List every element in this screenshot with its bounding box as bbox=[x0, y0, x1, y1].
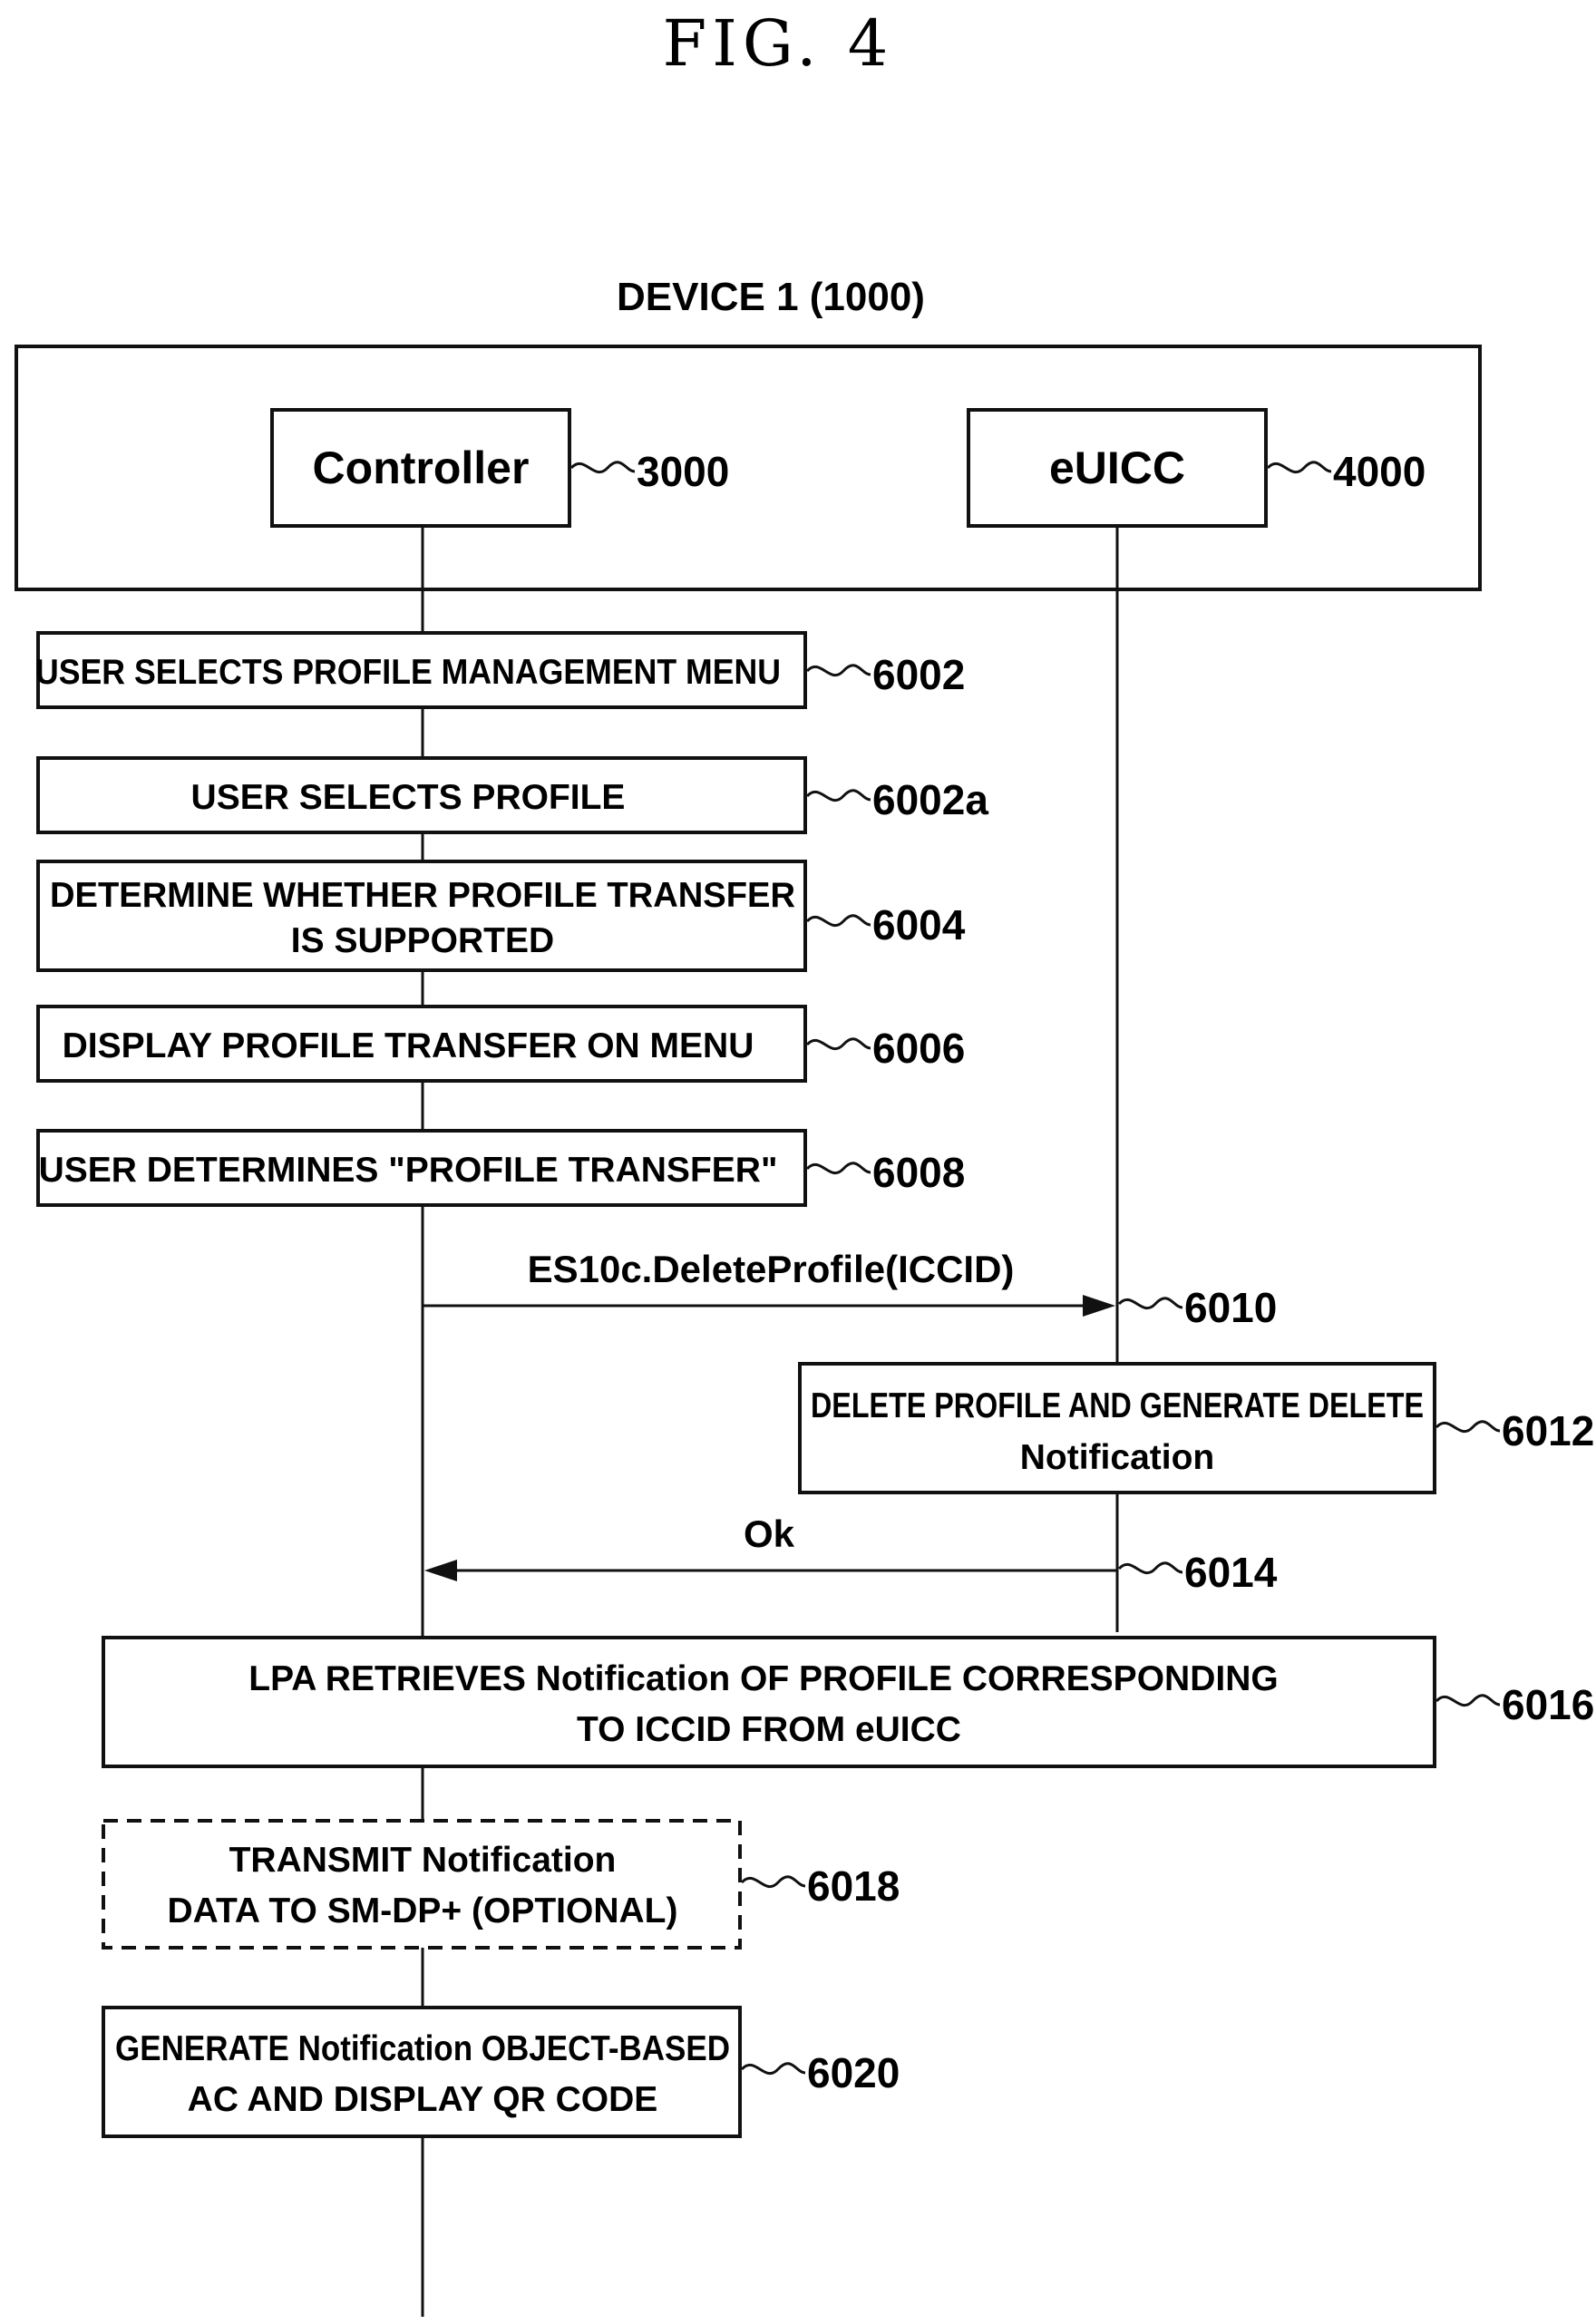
figure-title: FIG. 4 bbox=[663, 6, 894, 81]
step-ref-leader bbox=[742, 2064, 805, 2074]
step-text-line1: TRANSMIT Notification bbox=[229, 1841, 617, 1880]
step-ref: 6004 bbox=[872, 901, 966, 948]
step-ref: 6006 bbox=[872, 1025, 965, 1072]
step-6018: TRANSMIT Notification DATA TO SM-DP+ (OP… bbox=[103, 1821, 900, 1948]
step-6002a: USER SELECTS PROFILE 6002a bbox=[38, 758, 988, 832]
step-text: USER DETERMINES "PROFILE TRANSFER" bbox=[39, 1151, 778, 1190]
step-text-line1: DELETE PROFILE AND GENERATE DELETE bbox=[811, 1386, 1424, 1425]
controller-ref: 3000 bbox=[637, 448, 729, 495]
step-text-line1: LPA RETRIEVES Notification OF PROFILE CO… bbox=[248, 1659, 1278, 1698]
step-text: USER SELECTS PROFILE bbox=[191, 778, 626, 817]
step-6006: DISPLAY PROFILE TRANSFER ON MENU 6006 bbox=[38, 1006, 965, 1081]
step-6004: DETERMINE WHETHER PROFILE TRANSFER IS SU… bbox=[38, 861, 966, 970]
step-text: USER SELECTS PROFILE MANAGEMENT MENU bbox=[35, 653, 781, 692]
step-ref: 6008 bbox=[872, 1149, 965, 1196]
step-ref-leader bbox=[807, 666, 871, 676]
message-label: ES10c.DeleteProfile(ICCID) bbox=[528, 1248, 1015, 1290]
step-ref-leader bbox=[807, 1163, 871, 1173]
step-ref: 6016 bbox=[1502, 1681, 1594, 1728]
step-text-line1: DETERMINE WHETHER PROFILE TRANSFER bbox=[50, 876, 795, 915]
step-ref: 6002a bbox=[872, 776, 988, 823]
step-text-line2: AC AND DISPLAY QR CODE bbox=[188, 2080, 658, 2119]
step-text-line2: Notification bbox=[1020, 1438, 1214, 1477]
step-text: DISPLAY PROFILE TRANSFER ON MENU bbox=[63, 1026, 754, 1065]
device-label: DEVICE 1 (1000) bbox=[617, 275, 925, 319]
step-6002: USER SELECTS PROFILE MANAGEMENT MENU 600… bbox=[35, 633, 965, 707]
step-text-line2: IS SUPPORTED bbox=[291, 921, 554, 960]
message-6014: Ok 6014 bbox=[424, 1512, 1278, 1596]
step-6016: LPA RETRIEVES Notification OF PROFILE CO… bbox=[103, 1638, 1594, 1766]
step-ref-leader bbox=[742, 1877, 805, 1887]
message-ref-leader bbox=[1119, 1298, 1182, 1308]
step-text-line2: DATA TO SM-DP+ (OPTIONAL) bbox=[168, 1891, 678, 1930]
message-label: Ok bbox=[744, 1512, 795, 1555]
step-6012: DELETE PROFILE AND GENERATE DELETE Notif… bbox=[800, 1364, 1594, 1493]
step-ref-leader bbox=[1436, 1422, 1500, 1432]
euicc-label: eUICC bbox=[1049, 442, 1185, 493]
message-arrowhead bbox=[424, 1560, 457, 1581]
step-ref-leader bbox=[807, 1039, 871, 1049]
step-ref-leader bbox=[807, 791, 871, 801]
step-text-line2: TO ICCID FROM eUICC bbox=[577, 1710, 961, 1749]
step-6008: USER DETERMINES "PROFILE TRANSFER" 6008 bbox=[38, 1131, 965, 1205]
message-arrowhead bbox=[1083, 1295, 1115, 1317]
step-ref: 6020 bbox=[807, 2049, 900, 2096]
message-ref: 6010 bbox=[1184, 1284, 1277, 1331]
euicc-ref: 4000 bbox=[1333, 448, 1426, 495]
step-6020: GENERATE Notification OBJECT-BASED AC AN… bbox=[103, 2008, 900, 2136]
step-ref: 6002 bbox=[872, 651, 965, 698]
step-ref: 6018 bbox=[807, 1862, 900, 1910]
step-text-line1: GENERATE Notification OBJECT-BASED bbox=[115, 2029, 730, 2068]
message-ref: 6014 bbox=[1184, 1549, 1278, 1596]
step-ref-leader bbox=[1436, 1696, 1500, 1706]
message-ref-leader bbox=[1119, 1563, 1182, 1573]
message-6010: ES10c.DeleteProfile(ICCID) 6010 bbox=[423, 1248, 1277, 1331]
step-ref: 6012 bbox=[1502, 1407, 1594, 1454]
controller-label: Controller bbox=[313, 442, 530, 493]
step-ref-leader bbox=[807, 916, 871, 926]
